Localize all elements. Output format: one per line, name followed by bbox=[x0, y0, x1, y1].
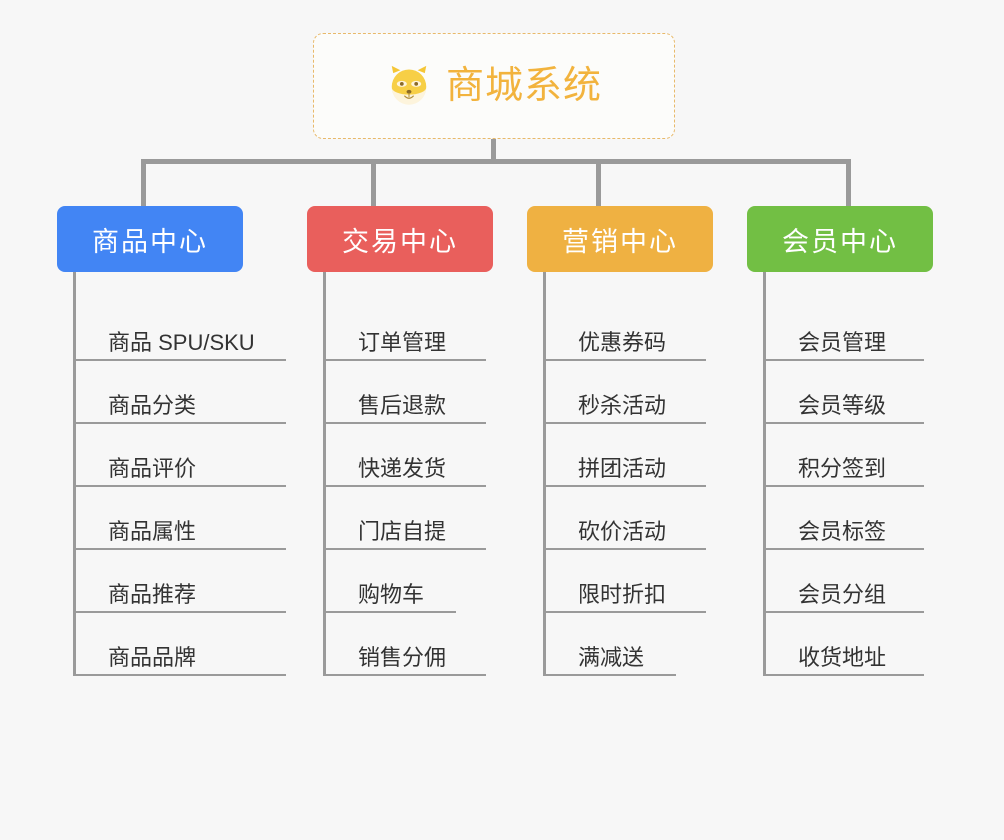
leaf-label: 限时折扣 bbox=[578, 581, 667, 607]
leaf-label: 订单管理 bbox=[358, 329, 447, 355]
category-label: 营销中心 bbox=[562, 226, 678, 257]
list-item[interactable]: 购物车 bbox=[326, 550, 456, 613]
leaf-label: 拼团活动 bbox=[578, 455, 667, 481]
list-item[interactable]: 积分签到 bbox=[766, 424, 924, 487]
leaf-label: 会员分组 bbox=[798, 581, 887, 607]
list-item[interactable]: 售后退款 bbox=[326, 361, 486, 424]
leaf-label: 会员标签 bbox=[798, 518, 887, 544]
category-header-trade[interactable]: 交易中心 bbox=[307, 206, 493, 272]
list-item[interactable]: 商品推荐 bbox=[76, 550, 286, 613]
category-header-marketing[interactable]: 营销中心 bbox=[527, 206, 713, 272]
list-item[interactable]: 限时折扣 bbox=[546, 550, 706, 613]
category-column-product: 商品中心 商品 SPU/SKU 商品分类 商品评价 商品属性 商品推荐 商品品牌 bbox=[57, 206, 317, 676]
list-item[interactable]: 砍价活动 bbox=[546, 487, 706, 550]
list-item[interactable]: 秒杀活动 bbox=[546, 361, 706, 424]
leaf-label: 优惠券码 bbox=[578, 329, 667, 355]
leaf-label: 售后退款 bbox=[358, 392, 447, 418]
list-item[interactable]: 门店自提 bbox=[326, 487, 486, 550]
leaf-label: 购物车 bbox=[358, 581, 425, 607]
list-item[interactable]: 会员管理 bbox=[766, 298, 924, 361]
category-column-member: 会员中心 会员管理 会员等级 积分签到 会员标签 会员分组 收货地址 bbox=[747, 206, 957, 676]
leaf-label: 销售分佣 bbox=[358, 644, 447, 670]
list-item[interactable]: 优惠券码 bbox=[546, 298, 706, 361]
leaf-label: 商品 SPU/SKU bbox=[108, 329, 255, 355]
leaf-list-member: 会员管理 会员等级 积分签到 会员标签 会员分组 收货地址 bbox=[763, 272, 957, 676]
root-node[interactable]: 商城系统 bbox=[313, 33, 675, 139]
list-item[interactable]: 会员标签 bbox=[766, 487, 924, 550]
leaf-label: 满减送 bbox=[578, 644, 645, 670]
category-label: 商品中心 bbox=[92, 226, 208, 257]
leaf-label: 商品推荐 bbox=[108, 581, 197, 607]
leaf-list-trade: 订单管理 售后退款 快递发货 门店自提 购物车 销售分佣 bbox=[323, 272, 532, 676]
connector-drop-2 bbox=[371, 159, 376, 206]
leaf-label: 商品分类 bbox=[108, 392, 197, 418]
leaf-label: 积分签到 bbox=[798, 455, 887, 481]
leaf-label: 收货地址 bbox=[798, 644, 887, 670]
root-title: 商城系统 bbox=[445, 65, 602, 107]
connector-drop-4 bbox=[846, 159, 851, 206]
list-item[interactable]: 收货地址 bbox=[766, 613, 924, 676]
list-item[interactable]: 商品品牌 bbox=[76, 613, 286, 676]
leaf-list-product: 商品 SPU/SKU 商品分类 商品评价 商品属性 商品推荐 商品品牌 bbox=[73, 272, 317, 676]
list-item[interactable]: 商品评价 bbox=[76, 424, 286, 487]
list-item[interactable]: 拼团活动 bbox=[546, 424, 706, 487]
leaf-label: 砍价活动 bbox=[578, 518, 667, 544]
list-item[interactable]: 快递发货 bbox=[326, 424, 486, 487]
list-item[interactable]: 满减送 bbox=[546, 613, 676, 676]
leaf-label: 会员管理 bbox=[798, 329, 887, 355]
leaf-label: 快递发货 bbox=[358, 455, 447, 481]
list-item[interactable]: 会员等级 bbox=[766, 361, 924, 424]
list-item[interactable]: 订单管理 bbox=[326, 298, 486, 361]
leaf-label: 商品评价 bbox=[108, 455, 197, 481]
leaf-label: 门店自提 bbox=[358, 518, 447, 544]
connector-horizontal-bus bbox=[141, 159, 851, 164]
leaf-label: 商品品牌 bbox=[108, 644, 197, 670]
list-item[interactable]: 商品 SPU/SKU bbox=[76, 298, 286, 361]
category-column-marketing: 营销中心 优惠券码 秒杀活动 拼团活动 砍价活动 限时折扣 满减送 bbox=[527, 206, 747, 676]
list-item[interactable]: 会员分组 bbox=[766, 550, 924, 613]
list-item[interactable]: 商品分类 bbox=[76, 361, 286, 424]
category-column-trade: 交易中心 订单管理 售后退款 快递发货 门店自提 购物车 销售分佣 bbox=[307, 206, 532, 676]
category-label: 会员中心 bbox=[782, 226, 898, 257]
connector-drop-1 bbox=[141, 159, 146, 206]
connector-root-stem bbox=[491, 139, 496, 161]
connector-drop-3 bbox=[596, 159, 601, 206]
leaf-list-marketing: 优惠券码 秒杀活动 拼团活动 砍价活动 限时折扣 满减送 bbox=[543, 272, 747, 676]
category-header-member[interactable]: 会员中心 bbox=[747, 206, 933, 272]
list-item[interactable]: 销售分佣 bbox=[326, 613, 486, 676]
shiba-dog-face-icon bbox=[391, 65, 427, 105]
leaf-label: 商品属性 bbox=[108, 518, 197, 544]
leaf-label: 秒杀活动 bbox=[578, 392, 667, 418]
list-item[interactable]: 商品属性 bbox=[76, 487, 286, 550]
category-label: 交易中心 bbox=[342, 226, 458, 257]
category-header-product[interactable]: 商品中心 bbox=[57, 206, 243, 272]
leaf-label: 会员等级 bbox=[798, 392, 887, 418]
